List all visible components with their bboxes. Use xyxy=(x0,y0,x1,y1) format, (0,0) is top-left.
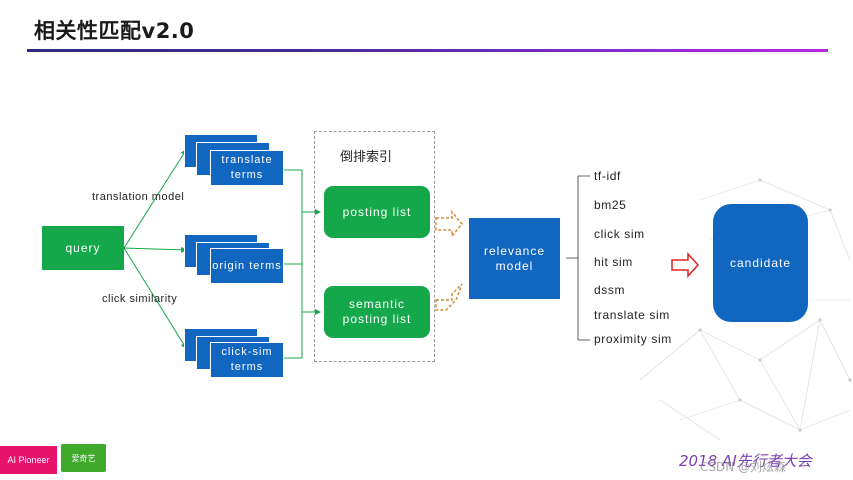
title-divider xyxy=(27,49,828,52)
edge-origin-semantic xyxy=(284,263,321,315)
feature-translate-sim: translate sim xyxy=(594,308,670,322)
edge-clicksim-semantic xyxy=(284,312,303,359)
origin-terms-node: origin terms xyxy=(210,248,284,284)
arrow-to-candidate xyxy=(671,252,700,278)
semantic-posting-list-node: semantic posting list xyxy=(324,286,430,338)
clicksim-terms-node: click-sim terms xyxy=(210,342,284,378)
edge-query-origin xyxy=(123,246,187,253)
posting-list-node: posting list xyxy=(324,186,430,238)
feature-dssm: dssm xyxy=(594,283,626,297)
inverted-index-group xyxy=(314,131,435,362)
feature-click-sim: click sim xyxy=(594,227,645,241)
feature-bm25: bm25 xyxy=(594,198,627,212)
inverted-index-title: 倒排索引 xyxy=(340,150,393,165)
csdn-watermark: CSDN @刘炫森 xyxy=(700,460,787,474)
click-similarity-label: click similarity xyxy=(102,293,178,305)
page-title: 相关性匹配v2.0 xyxy=(34,19,195,43)
candidate-node: candidate xyxy=(713,204,808,322)
edge-query-clicksim xyxy=(123,247,187,349)
relevance-model-node: relevance model xyxy=(469,218,560,299)
feature-proximity-sim: proximity sim xyxy=(594,332,672,346)
edge-translate-posting xyxy=(284,169,321,215)
arrow-posting-relevance xyxy=(435,209,463,239)
feature-tfidf: tf-idf xyxy=(594,169,621,183)
feature-hit-sim: hit sim xyxy=(594,255,633,269)
arrow-semantic-relevance xyxy=(435,283,463,311)
translate-terms-node: translate terms xyxy=(210,150,284,186)
translation-model-label: translation model xyxy=(92,191,185,203)
feature-bracket xyxy=(566,175,590,341)
iqiyi-logo: 爱奇艺 xyxy=(61,444,106,472)
query-node: query xyxy=(42,226,124,270)
edge-query-translate xyxy=(123,149,187,249)
edge-origin-posting xyxy=(284,212,303,265)
ai-pioneer-logo: AI Pioneer xyxy=(0,446,57,474)
conference-footer: 2018 AI先行者大会 xyxy=(679,452,812,470)
